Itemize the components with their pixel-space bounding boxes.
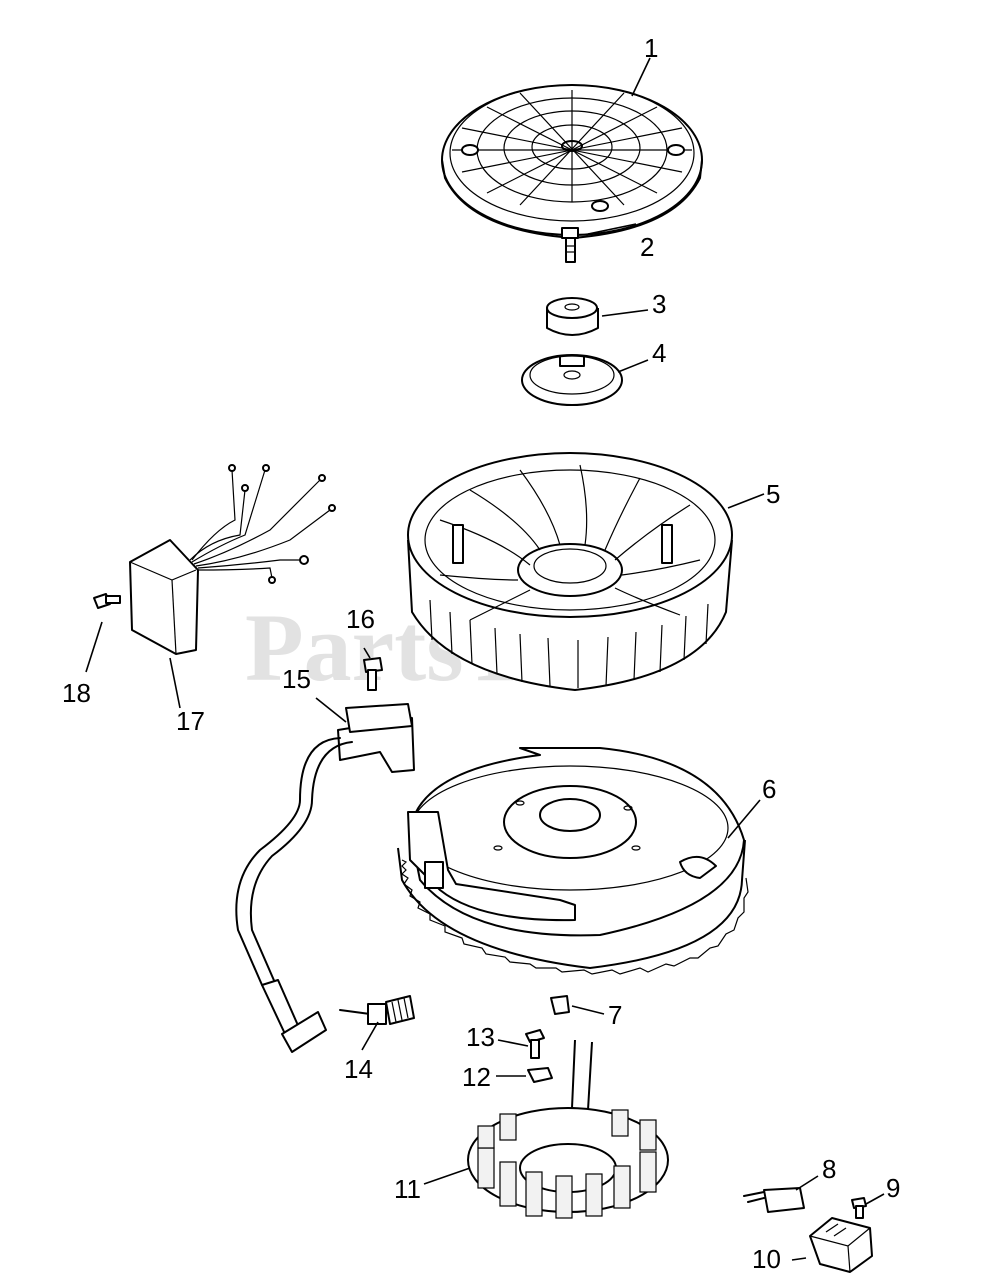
part-8-connector[interactable]	[743, 1187, 805, 1213]
part-16-bolt[interactable]	[363, 657, 383, 691]
callout-10: 10	[752, 1244, 781, 1274]
part-14-spark-plug[interactable]	[339, 995, 415, 1025]
callout-13: 13	[466, 1022, 495, 1052]
callout-16: 16	[346, 604, 375, 634]
part-17-regulator-harness[interactable]	[129, 464, 336, 655]
part-11-stator[interactable]	[467, 1039, 669, 1219]
part-13-screw[interactable]	[525, 1029, 545, 1059]
callout-11: 11	[394, 1174, 421, 1204]
callout-15: 15	[282, 664, 311, 694]
part-9-screw[interactable]	[851, 1197, 867, 1219]
callout-17: 17	[176, 706, 205, 736]
callout-6: 6	[762, 774, 776, 804]
callout-2: 2	[640, 232, 654, 262]
callout-12: 12	[462, 1062, 491, 1092]
part-3-spacer[interactable]	[546, 297, 599, 336]
callout-8: 8	[822, 1154, 836, 1184]
callout-14: 14	[344, 1054, 373, 1084]
part-1-grille-screen[interactable]	[441, 84, 703, 239]
part-15-ignition-module[interactable]	[235, 703, 415, 1053]
callout-4: 4	[652, 338, 666, 368]
part-18-screw[interactable]	[93, 593, 121, 609]
part-2-bolt[interactable]	[561, 227, 579, 263]
part-5-fan[interactable]	[407, 452, 733, 691]
part-7-key[interactable]	[550, 995, 570, 1015]
part-12-clip[interactable]	[527, 1067, 553, 1083]
callout-9: 9	[886, 1173, 900, 1203]
callout-18: 18	[62, 678, 91, 708]
callout-7: 7	[608, 1000, 622, 1030]
callout-1: 1	[644, 33, 658, 63]
callout-5: 5	[766, 479, 780, 509]
part-4-drive-cup[interactable]	[521, 354, 623, 406]
part-10-rectifier[interactable]	[809, 1217, 873, 1273]
part-6-flywheel[interactable]	[397, 747, 749, 975]
callout-3: 3	[652, 289, 666, 319]
